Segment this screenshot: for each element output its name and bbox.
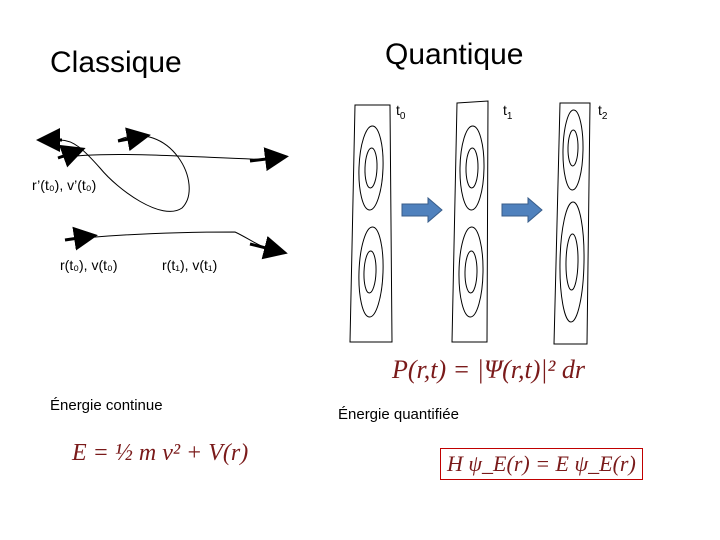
velocity-arrow-lower-right bbox=[250, 244, 282, 252]
evolution-arrow-t1-t2 bbox=[502, 198, 542, 222]
wavefunction-strip-t0 bbox=[350, 105, 392, 342]
wavefunction-strip-t2 bbox=[554, 103, 590, 344]
trajectory-loop bbox=[60, 136, 189, 212]
velocity-arrow-lower-left bbox=[65, 236, 92, 240]
evolution-arrow-t0-t1 bbox=[402, 198, 442, 222]
trajectory-line-lower bbox=[65, 232, 272, 250]
wavefunction-strip-t1 bbox=[452, 101, 488, 342]
